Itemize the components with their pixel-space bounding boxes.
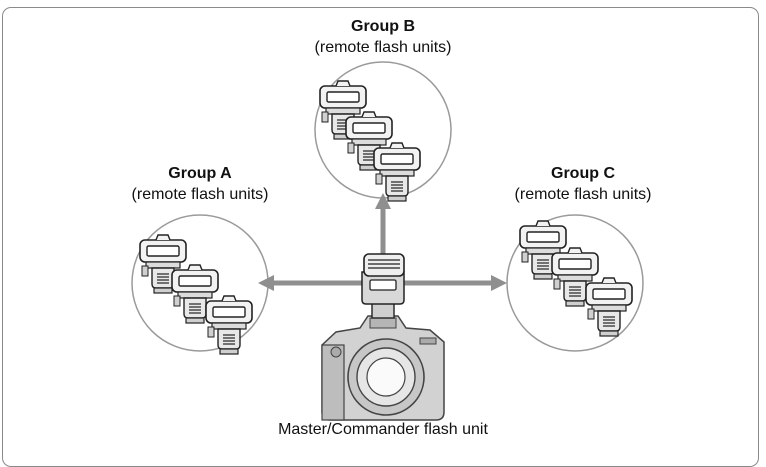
flash-diagram <box>131 61 644 421</box>
group-c-name: Group C <box>551 165 615 182</box>
group-a-subtitle: (remote flash units) <box>131 186 269 203</box>
group-a-name: Group A <box>168 165 232 182</box>
group-b-subtitle: (remote flash units) <box>314 39 452 56</box>
group-a-label: Group A (remote flash units) <box>100 163 300 205</box>
master-flash-icon <box>361 253 405 319</box>
group-b-name: Group B <box>351 18 415 35</box>
group-c-subtitle: (remote flash units) <box>514 186 652 203</box>
group-c-label: Group C (remote flash units) <box>483 163 683 205</box>
camera-icon <box>321 315 445 421</box>
group-b-label: Group B (remote flash units) <box>283 16 483 58</box>
master-flash-label: Master/Commander flash unit <box>278 421 488 438</box>
